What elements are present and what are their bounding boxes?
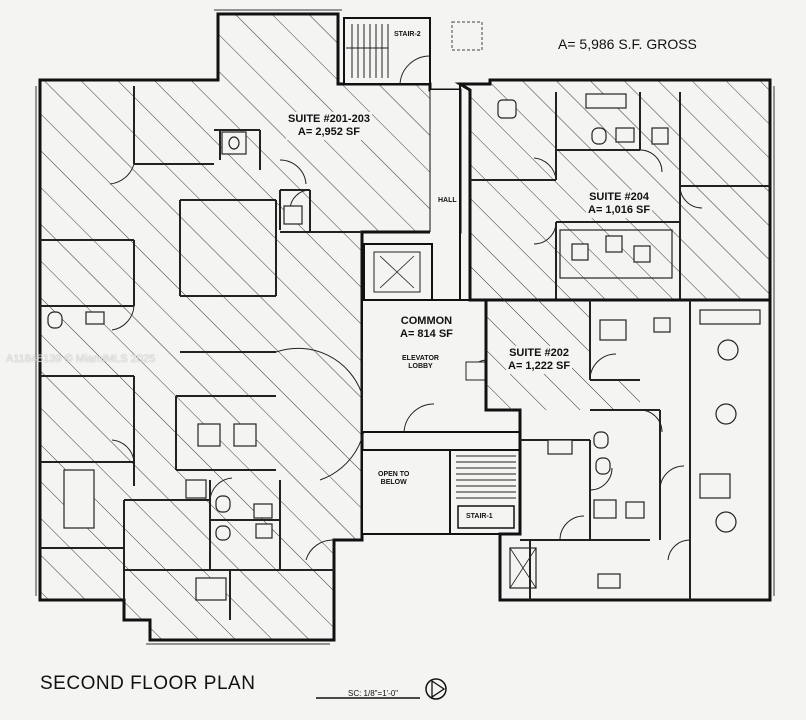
elevator-lobby-line1: ELEVATOR	[402, 355, 439, 362]
stair-1-label: STAIR-1	[466, 513, 493, 520]
suite-202-area-text: A= 1,222 SF	[508, 360, 571, 372]
gross-area-label: A= 5,986 S.F. GROSS	[558, 36, 697, 52]
open-to-below-line1: OPEN TO	[378, 471, 410, 478]
suite-201-203-area	[38, 12, 462, 642]
scale-label: SC: 1/8"=1'-0"	[348, 689, 399, 698]
north-arrow-icon	[425, 678, 447, 700]
stair-1	[361, 449, 521, 535]
suite-201-203-area-text: A= 2,952 SF	[297, 126, 360, 138]
stair-2-label: STAIR-2	[394, 31, 421, 38]
suite-204-name: SUITE #204	[589, 191, 649, 203]
common-area-text: A= 814 SF	[400, 328, 453, 340]
plan-title: SECOND FLOOR PLAN	[40, 673, 256, 694]
elevator-lobby-label: ELEVATOR LOBBY	[400, 354, 441, 372]
suite-202-name: SUITE #202	[509, 347, 569, 359]
suite-201-203-name: SUITE #201-203	[288, 113, 370, 125]
stair-2	[343, 17, 483, 85]
watermark: A11848139 © MiamiMLS 2025	[6, 353, 156, 365]
suite-202-area	[484, 298, 772, 602]
suite-202-label: SUITE #202 A= 1,222 SF	[506, 346, 573, 374]
suite-204-label: SUITE #204 A= 1,016 SF	[586, 190, 653, 218]
suite-204-area-text: A= 1,016 SF	[588, 204, 651, 216]
open-to-below-label: OPEN TO BELOW	[376, 470, 411, 488]
suite-201-203-label: SUITE #201-203 A= 2,952 SF	[286, 112, 372, 140]
elevator-lobby-line2: LOBBY	[408, 363, 433, 370]
common-name: COMMON	[400, 315, 453, 327]
open-to-below-line2: BELOW	[380, 479, 407, 486]
hall-label: HALL	[438, 197, 457, 204]
common-label: COMMON A= 814 SF	[398, 314, 455, 342]
